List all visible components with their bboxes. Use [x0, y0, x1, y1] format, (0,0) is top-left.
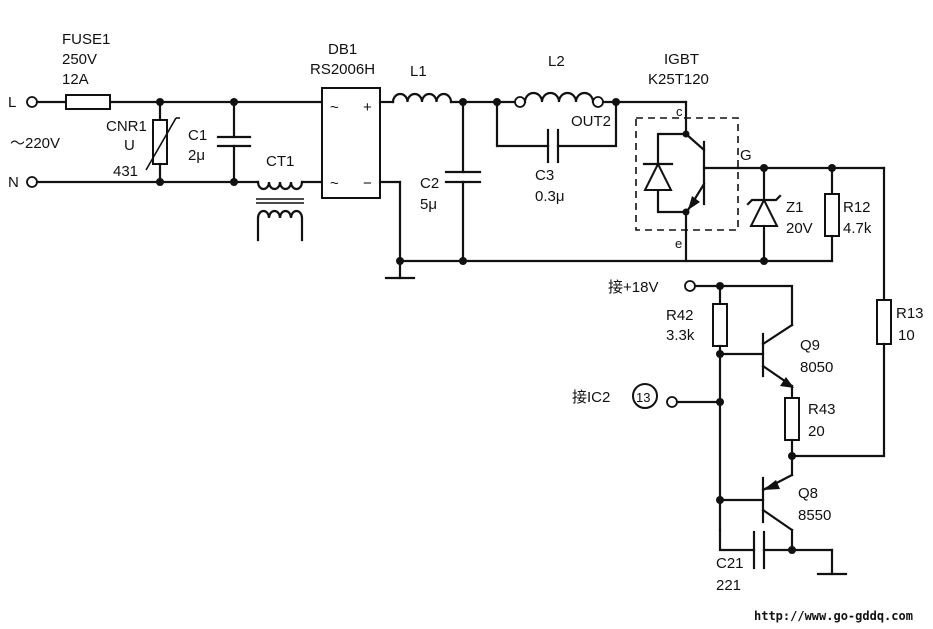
- fuse1-current: 12A: [62, 71, 89, 88]
- capacitor-c21: C21 221: [716, 528, 848, 594]
- igbt-type: IGBT: [664, 51, 699, 68]
- resistor-r42: R42 3.3k: [666, 284, 728, 532]
- ic2-pin13-input: 接IC2 13: [572, 383, 722, 409]
- ct1-name: CT1: [266, 153, 294, 170]
- out2-label: OUT2: [571, 113, 611, 130]
- z1-name: Z1: [786, 199, 804, 216]
- transistor-q8: Q8 8550: [718, 473, 831, 552]
- q8-name: Q8: [798, 485, 818, 502]
- supply-label: 接+18V: [608, 279, 658, 296]
- q9-name: Q9: [800, 337, 820, 354]
- zener-diode-z1: Z1 20V: [746, 166, 813, 265]
- igbt-collector-label: c: [676, 104, 683, 119]
- r42-value: 3.3k: [666, 327, 695, 344]
- neutral-terminal: N: [8, 174, 38, 191]
- fuse1-voltage: 250V: [62, 51, 97, 68]
- c2-value: 5μ: [420, 196, 437, 213]
- dc-positive-rail: [378, 98, 501, 106]
- l1-name: L1: [410, 63, 427, 80]
- db1-ac-mark-top: ~: [330, 99, 339, 116]
- neutral-terminal-label: N: [8, 174, 19, 191]
- r12-name: R12: [843, 199, 871, 216]
- line-terminal: L: [8, 94, 38, 111]
- igbt-k25t120: c e G IGBT K25T120: [635, 51, 752, 263]
- varistor-cnr1: CNR1 U 431: [106, 98, 180, 186]
- c2-name: C2: [420, 175, 439, 192]
- website-url: http://www.go-gddq.com: [754, 609, 913, 623]
- c1-value: 2μ: [188, 147, 205, 164]
- capacitor-c1: C1 2μ: [188, 98, 252, 186]
- ic2-pin: 13: [636, 390, 650, 405]
- igbt-gate-label: G: [740, 147, 752, 164]
- ground-rail: [378, 180, 834, 280]
- inductor-l2: L2 OUT2: [495, 53, 688, 130]
- resistor-r43: R43 20: [784, 397, 836, 477]
- gate-rail: [736, 164, 886, 302]
- igbt-emitter-label: e: [675, 236, 682, 251]
- capacitor-c3: C3 0.3μ: [495, 100, 618, 205]
- ic2-label: 接IC2: [572, 389, 610, 406]
- db1-plus-mark: +: [363, 99, 372, 116]
- db1-part: RS2006H: [310, 61, 375, 78]
- r43-name: R43: [808, 401, 836, 418]
- c3-value: 0.3μ: [535, 188, 565, 205]
- l2-name: L2: [548, 53, 565, 70]
- c3-name: C3: [535, 167, 554, 184]
- cnr1-symbol: U: [124, 137, 135, 154]
- r42-name: R42: [666, 307, 694, 324]
- c21-name: C21: [716, 555, 744, 572]
- c21-value: 221: [716, 577, 741, 594]
- r13-value: 10: [898, 327, 915, 344]
- cnr1-name: CNR1: [106, 118, 147, 135]
- line-terminal-label: L: [8, 94, 16, 111]
- db1-name: DB1: [328, 41, 357, 58]
- db1-ac-mark-bottom: ~: [330, 175, 339, 192]
- resistor-r12: R12 4.7k: [824, 166, 872, 263]
- fuse1: FUSE1 250V 12A: [62, 31, 111, 110]
- mains-voltage-label: ～220V: [10, 135, 60, 152]
- resistor-r13: R13 10: [788, 299, 924, 460]
- q9-part: 8050: [800, 359, 833, 376]
- supply-18v: 接+18V: [608, 279, 794, 327]
- r43-value: 20: [808, 423, 825, 440]
- cnr1-value: 431: [113, 163, 138, 180]
- r13-name: R13: [896, 305, 924, 322]
- bridge-rectifier-db1: ~ ~ + − DB1 RS2006H: [310, 41, 381, 199]
- transistor-q9: Q9 8050: [718, 323, 833, 400]
- current-transformer-ct1: CT1: [256, 153, 304, 242]
- db1-minus-mark: −: [363, 175, 372, 192]
- r12-value: 4.7k: [843, 220, 872, 237]
- inductor-l1: L1: [391, 63, 453, 104]
- capacitor-c2: C2 5μ: [420, 100, 482, 265]
- q8-part: 8550: [798, 507, 831, 524]
- c1-name: C1: [188, 127, 207, 144]
- igbt-part: K25T120: [648, 71, 709, 88]
- z1-value: 20V: [786, 220, 813, 237]
- fuse1-name: FUSE1: [62, 31, 110, 48]
